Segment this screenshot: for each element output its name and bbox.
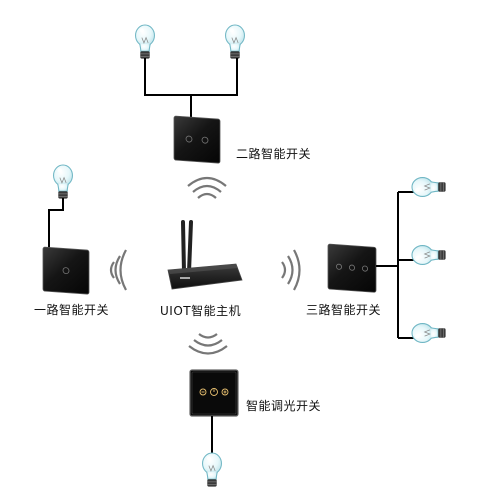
bulb-right-1 (411, 177, 447, 197)
light-bulb-icon (135, 24, 155, 60)
bulb-right-3 (411, 323, 447, 343)
two-gang-switch (173, 115, 221, 164)
light-bulb-icon (202, 452, 222, 488)
light-bulb-icon (225, 24, 245, 60)
dimmer-switch-label: 智能调光开关 (246, 399, 322, 413)
three-gang-switch (327, 243, 377, 293)
bulb-top-right (225, 24, 245, 60)
dimmer-down-icon (199, 388, 207, 396)
wire-right (376, 191, 424, 339)
wire-left (48, 198, 64, 250)
dimmer-switch (189, 369, 239, 417)
three-gang-switch-label: 三路智能开关 (306, 303, 382, 317)
bulb-right-2 (411, 245, 447, 265)
wireless-signal-icon (187, 176, 227, 199)
one-gang-switch (42, 246, 90, 295)
one-gang-switch-label: 一路智能开关 (34, 303, 110, 317)
light-bulb-icon (411, 245, 447, 265)
uiot-hub (167, 220, 243, 290)
bulb-bottom (202, 452, 222, 488)
bulb-top-left (135, 24, 155, 60)
two-gang-switch-label: 二路智能开关 (236, 147, 312, 161)
dimmer-up-icon (221, 388, 229, 396)
wall-switch-icon (173, 115, 221, 164)
light-bulb-icon (53, 164, 73, 200)
bulb-left (53, 164, 73, 200)
hub-brand-mark (180, 277, 190, 279)
wire-top (144, 58, 238, 96)
wireless-signal-icon (281, 249, 301, 291)
light-bulb-icon (411, 323, 447, 343)
wall-switch-icon (327, 243, 377, 293)
wireless-signal-icon (188, 333, 228, 355)
light-bulb-icon (411, 177, 447, 197)
power-icon (210, 388, 218, 396)
hub-label: UIOT智能主机 (160, 304, 242, 318)
dimmer-switch-icon (189, 369, 239, 417)
wall-switch-icon (42, 246, 90, 295)
antenna-left (181, 220, 186, 274)
wireless-signal-icon (109, 249, 127, 291)
antenna-right (187, 220, 193, 274)
